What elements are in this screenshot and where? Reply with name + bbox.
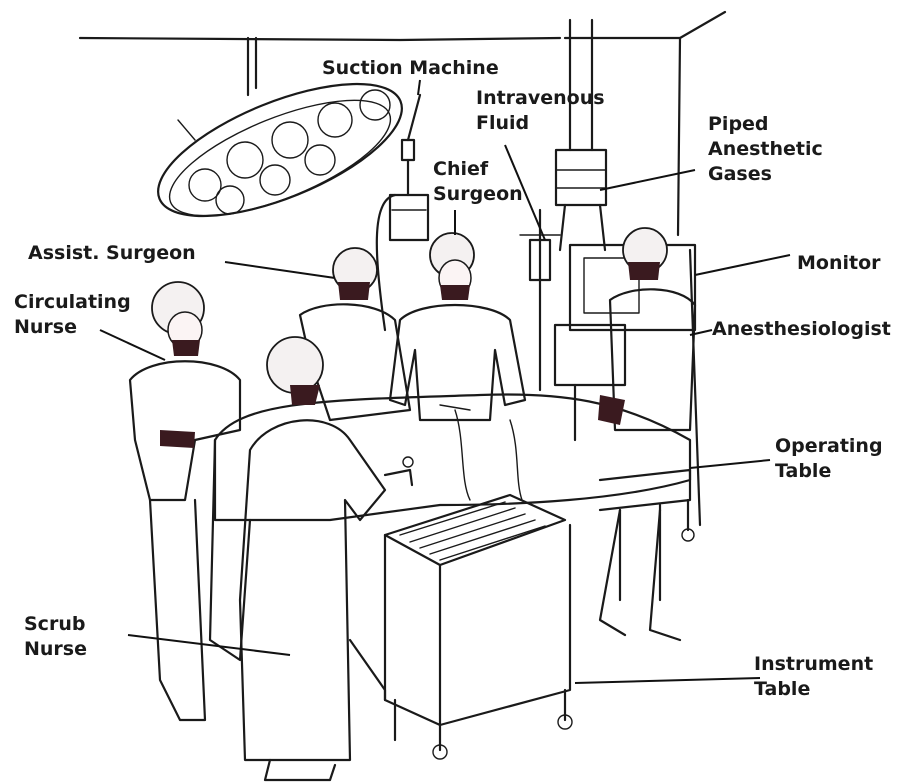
suction-stand [377,95,428,330]
label-intravenous-fluid: Intravenous Fluid [476,86,605,136]
label-chief-surgeon: Chief Surgeon [433,157,523,207]
label-suction-machine: Suction Machine [322,56,499,81]
ceiling-frame [80,12,725,235]
label-monitor: Monitor [797,251,881,276]
label-assist-surgeon: Assist. Surgeon [28,241,196,266]
circulating-nurse-figure [130,282,240,720]
label-piped-anesthetic-gases: Piped Anesthetic Gases [708,112,823,187]
label-scrub-nurse: Scrub Nurse [24,612,87,662]
chief-surgeon-figure [390,233,525,420]
label-instrument-table: Instrument Table [754,652,873,702]
label-operating-table: Operating Table [775,434,883,484]
instrument-table [350,495,572,759]
operating-table [210,394,694,660]
label-circulating-nurse: Circulating Nurse [14,290,131,340]
surgical-lamp [141,57,418,243]
scrub-nurse-figure [240,337,413,780]
label-anesthesiologist: Anesthesiologist [712,317,891,342]
